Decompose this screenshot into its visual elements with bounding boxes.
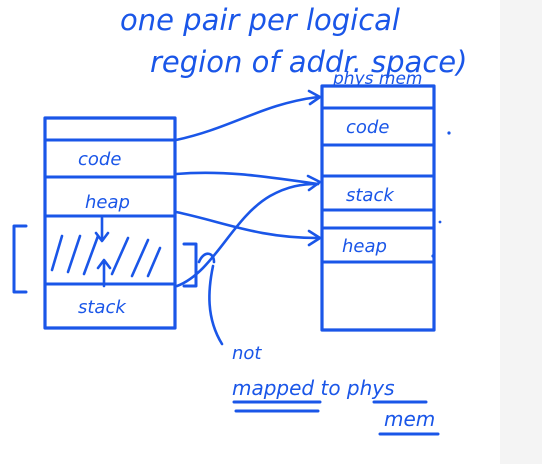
phys-mem-title: phys mem	[332, 69, 422, 89]
stack-mapping-arrow	[175, 182, 320, 288]
heap-mapping-arrowhead-icon	[307, 229, 322, 247]
stray-dot	[431, 254, 435, 258]
heap-growth-arrow-icon	[94, 216, 110, 243]
phys-segment-stack: stack	[346, 185, 395, 206]
bracket-hook	[197, 252, 216, 264]
left-bracket	[12, 224, 28, 294]
code-mapping-arrow	[174, 95, 320, 142]
phys-segment-code: code	[346, 117, 389, 138]
code-mapping-arrowhead-icon	[307, 89, 322, 106]
annotation-mem: mem	[384, 407, 435, 431]
annotation-mapped: mapped to phys	[232, 376, 395, 400]
heading-line-2: region of addr. space)	[150, 45, 467, 79]
virtual-segment-heap: heap	[85, 192, 130, 213]
physical-memory: phys mem code stack heap	[320, 69, 436, 332]
not-pointer-line	[208, 264, 224, 346]
phys-segment-heap: heap	[342, 236, 387, 257]
virtual-segment-stack: stack	[78, 297, 127, 318]
heading-line-1: one pair per logical	[120, 3, 400, 37]
virtual-address-space: code heap stack	[43, 116, 177, 330]
annotation-not: not	[232, 343, 262, 364]
stray-dot	[438, 220, 442, 224]
stray-dot	[447, 131, 451, 135]
right-bracket	[182, 242, 198, 288]
page-edge-strip	[500, 0, 542, 464]
unmapped-hatch	[50, 234, 162, 278]
code-mapping-secondary-arrow	[174, 171, 320, 186]
physical-memory-outline	[320, 84, 436, 332]
virtual-space-outline	[43, 116, 177, 330]
stack-growth-arrow-icon	[96, 258, 112, 288]
secondary-arrowhead-icon	[306, 174, 322, 192]
heap-mapping-arrow	[174, 210, 320, 240]
virtual-segment-code: code	[78, 149, 121, 170]
